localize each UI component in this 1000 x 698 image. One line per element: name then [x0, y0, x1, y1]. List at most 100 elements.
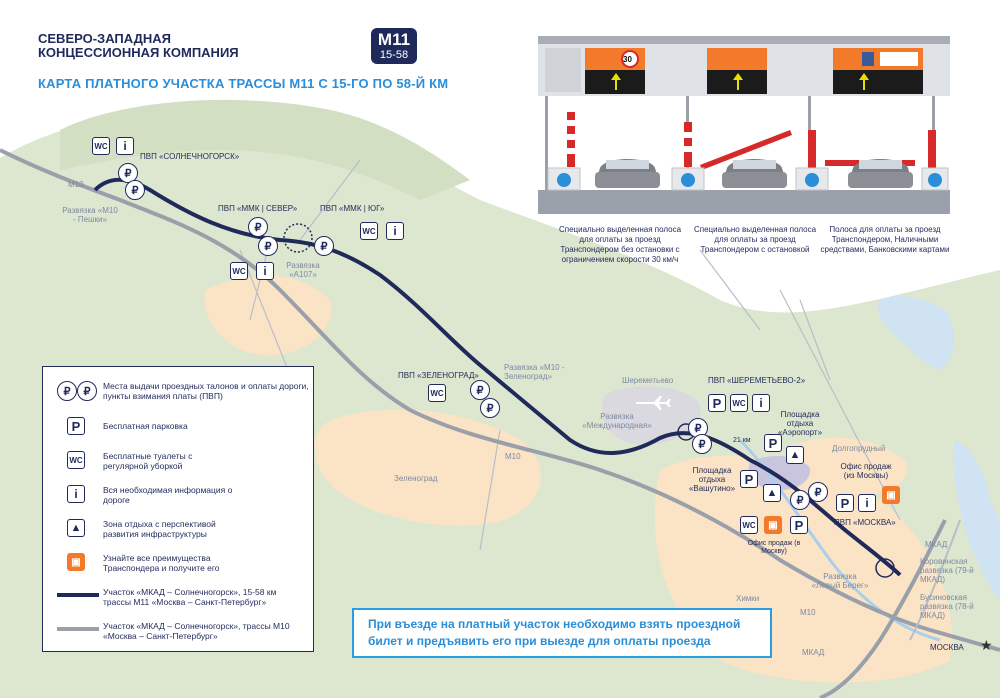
legend-text: Участок «МКАД – Солнечногорск», 15-58 км…: [103, 587, 277, 607]
rest-area-icon: ▲: [763, 484, 781, 502]
map-legend: ₽ ₽ Места выдачи проездных талонов и опл…: [42, 366, 314, 652]
badge-km: 15-58: [379, 49, 409, 61]
map-title: КАРТА ПЛАТНОГО УЧАСТКА ТРАССЫ М11 С 15-Г…: [38, 76, 449, 91]
settlement-area: [790, 437, 908, 495]
m10-road: [0, 148, 1000, 652]
parking-icon: P: [740, 470, 758, 488]
car-icon: [722, 159, 787, 188]
toll-ticket-icon: ₽: [248, 217, 268, 237]
legend-text: Бесплатная парковка: [103, 421, 188, 431]
label-razv-m10-zelenograd: Развязка «М10 - Зеленоград»: [504, 363, 565, 381]
toll-ticket-icon: ₽: [258, 236, 278, 256]
legend-text: Бесплатные туалеты с регулярной уборкой: [103, 451, 193, 471]
label-razv-levy-bereg: Развязка «Левый Берег»: [811, 572, 869, 590]
barrier-arm: [700, 130, 792, 170]
parking-icon: P: [790, 516, 808, 534]
speed-limit-sign: [621, 50, 639, 68]
parking-icon: P: [67, 417, 85, 435]
car-icon: [848, 159, 913, 188]
toll-ticket-icon: ₽: [808, 482, 828, 502]
label-mkad-1: МКАД: [925, 540, 948, 549]
legend-text: Узнайте все преимущества Транспондера и …: [103, 553, 220, 573]
info-icon: i: [858, 494, 876, 512]
m11-road-badge: М11 15-58: [371, 28, 417, 64]
toll-ticket-icon: ₽: [790, 490, 810, 510]
label-pvp-mmk-sever: ПВП «ММК | СЕВЕР»: [218, 204, 298, 213]
info-icon: i: [256, 262, 274, 280]
legend-text: Зона отдыха с перспективой развития инфр…: [103, 519, 216, 539]
legend-text: Участок «МКАД – Солнечногорск», трассы М…: [103, 621, 290, 641]
lane-caption-3: Полоса для оплаты за проезд Транспондеро…: [820, 225, 950, 254]
interchange-levy-bereg: [875, 558, 895, 578]
label-razv-mezhdunarodnaya: Развязка «Международная»: [582, 412, 652, 430]
rest-area-zone: [748, 456, 811, 491]
label-ofis-iz-moskvy: Офис продаж (из Москвы): [840, 462, 892, 480]
transponder-icon: ▣: [67, 553, 85, 571]
lane-caption-2: Специально выделенная полоса для оплаты …: [693, 225, 817, 254]
label-khimki: Химки: [736, 594, 760, 603]
star-icon: ★: [980, 637, 993, 653]
rest-area-icon: ▲: [67, 519, 85, 537]
transponder-icon: ▣: [764, 516, 782, 534]
wc-icon: WC: [428, 384, 446, 402]
info-icon: i: [116, 137, 134, 155]
info-icon: i: [67, 485, 85, 503]
arrow-up-icon: [859, 73, 869, 90]
label-m10-bottom: М10: [800, 608, 816, 617]
label-sheremetyevo: Шереметьево: [622, 376, 674, 385]
rest-area-icon: ▲: [786, 446, 804, 464]
label-dolgoprudny: Долгопрудный: [832, 444, 886, 453]
toll-ticket-icon: ₽: [125, 180, 145, 200]
wc-icon: WC: [67, 451, 85, 469]
label-pvp-zelenograd: ПВП «ЗЕЛЕНОГРАД»: [398, 371, 479, 380]
interchange-a107: [283, 223, 313, 253]
label-razv-korovinskaya: Коровинская развязка (79-й МКАД): [920, 557, 974, 584]
car-icon: [595, 159, 660, 188]
label-ploshchadka-vashutino: Площадка отдыха «Вашутино»: [688, 466, 736, 493]
label-pvp-solnechnogorsk: ПВП «СОЛНЕЧНОГОРСК»: [140, 152, 240, 161]
toll-plaza-illustration: [538, 36, 950, 214]
arrow-up-icon: [733, 73, 743, 90]
company-name-line1: СЕВЕРО-ЗАПАДНАЯ: [38, 31, 172, 46]
label-m10-top: М10: [68, 180, 84, 189]
label-razv-a107: Развязка «А107»: [286, 261, 320, 279]
info-icon: i: [752, 394, 770, 412]
label-zelenograd: Зеленоград: [394, 474, 438, 483]
notice-line1: При въезде на платный участок необходимо…: [368, 617, 741, 631]
legend-text: Места выдачи проездных талонов и оплаты …: [103, 381, 309, 401]
settlement-area: [204, 276, 332, 356]
legend-text: Вся необходимая информация о дороге: [103, 485, 233, 505]
notice-line2: билет и предъявить его при выезде для оп…: [368, 634, 711, 648]
entry-notice: При въезде на платный участок необходимо…: [352, 608, 772, 658]
transponder-icon: ▣: [882, 486, 900, 504]
wc-icon: WC: [230, 262, 248, 280]
mkad-road-2: [909, 519, 961, 641]
wc-icon: WC: [360, 222, 378, 240]
airport-area: [601, 386, 701, 445]
wc-icon: WC: [92, 137, 110, 155]
toll-ticket-icon: ₽: [692, 434, 712, 454]
label-ofis-v-moskvu: Офис продаж (в Москву): [747, 540, 801, 555]
label-pvp-sheremetyevo2: ПВП «ШЕРЕМЕТЬЕВО-2»: [708, 376, 806, 385]
wc-icon: WC: [740, 516, 758, 534]
wc-icon: WC: [730, 394, 748, 412]
label-moskva: МОСКВА: [930, 643, 964, 652]
speed-limit-value: 30: [623, 55, 632, 64]
label-pvp-mmk-yug: ПВП «ММК | ЮГ»: [320, 204, 385, 213]
toll-ticket-icon: ₽: [77, 381, 97, 401]
toll-ticket-icon: ₽: [314, 236, 334, 256]
label-mkad-2: МКАД: [802, 648, 825, 657]
info-icon: i: [386, 222, 404, 240]
m11-toll-road: [93, 177, 902, 577]
airplane-icon: [636, 396, 671, 410]
label-m10-mid: М10: [505, 452, 521, 461]
label-km21: 21 км: [733, 437, 751, 444]
m11-line-icon: [57, 593, 99, 597]
badge-road: М11: [377, 30, 411, 49]
company-name-line2: КОНЦЕССИОННАЯ КОМПАНИЯ: [38, 45, 239, 60]
toll-ticket-icon: ₽: [57, 381, 77, 401]
m10-line-icon: [57, 627, 99, 631]
lane-caption-1: Специально выделенная полоса для оплаты …: [558, 225, 682, 264]
water-area: [953, 440, 1000, 600]
toll-ticket-icon: ₽: [470, 380, 490, 400]
